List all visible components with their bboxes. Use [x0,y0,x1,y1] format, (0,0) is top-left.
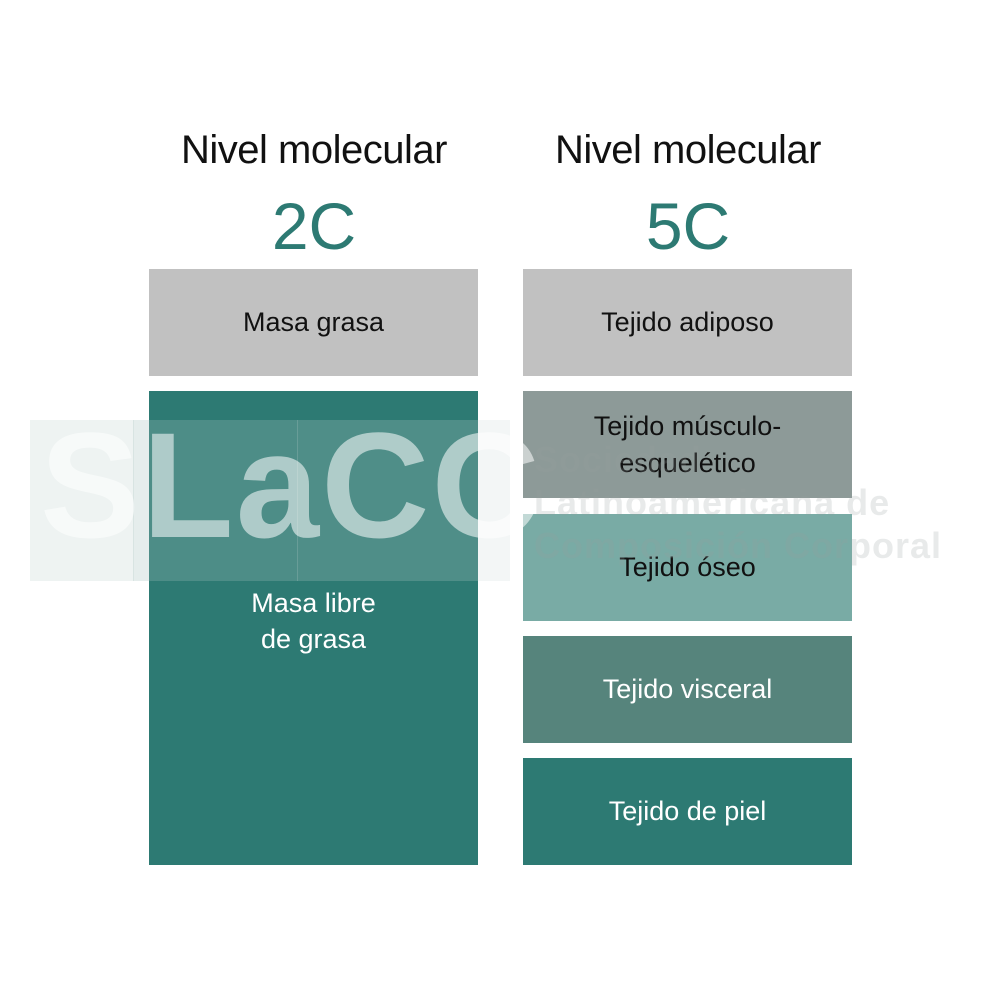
column-5c: Nivel molecular 5C Tejido adiposo Tejido… [523,0,853,1001]
block-tejido-visceral: Tejido visceral [523,636,852,743]
block-tejido-de-piel: Tejido de piel [523,758,852,865]
block-masa-libre-de-grasa: Masa libre de grasa [149,391,478,865]
watermark-panel [30,420,134,581]
block-label: Tejido músculo- esquelético [593,411,782,478]
model-code-5c: 5C [645,189,731,263]
block-label: Tejido adiposo [601,307,774,338]
block-masa-grasa: Masa grasa [149,269,478,376]
block-label: Tejido visceral [602,674,773,705]
heading-5c: Nivel molecular [555,128,821,172]
block-label: Tejido de piel [608,796,767,827]
block-label: Tejido óseo [619,552,756,583]
heading-2c: Nivel molecular [181,128,447,172]
block-tejido-adiposo: Tejido adiposo [523,269,852,376]
block-label: Masa grasa [242,307,385,338]
block-tejido-musculo-esqueletico: Tejido músculo- esquelético [523,391,852,498]
column-2c: Nivel molecular 2C Masa grasa Masa libre… [149,0,479,1001]
model-code-2c: 2C [271,189,357,263]
block-tejido-oseo: Tejido óseo [523,514,852,621]
block-label: Masa libre de grasa [251,588,376,655]
